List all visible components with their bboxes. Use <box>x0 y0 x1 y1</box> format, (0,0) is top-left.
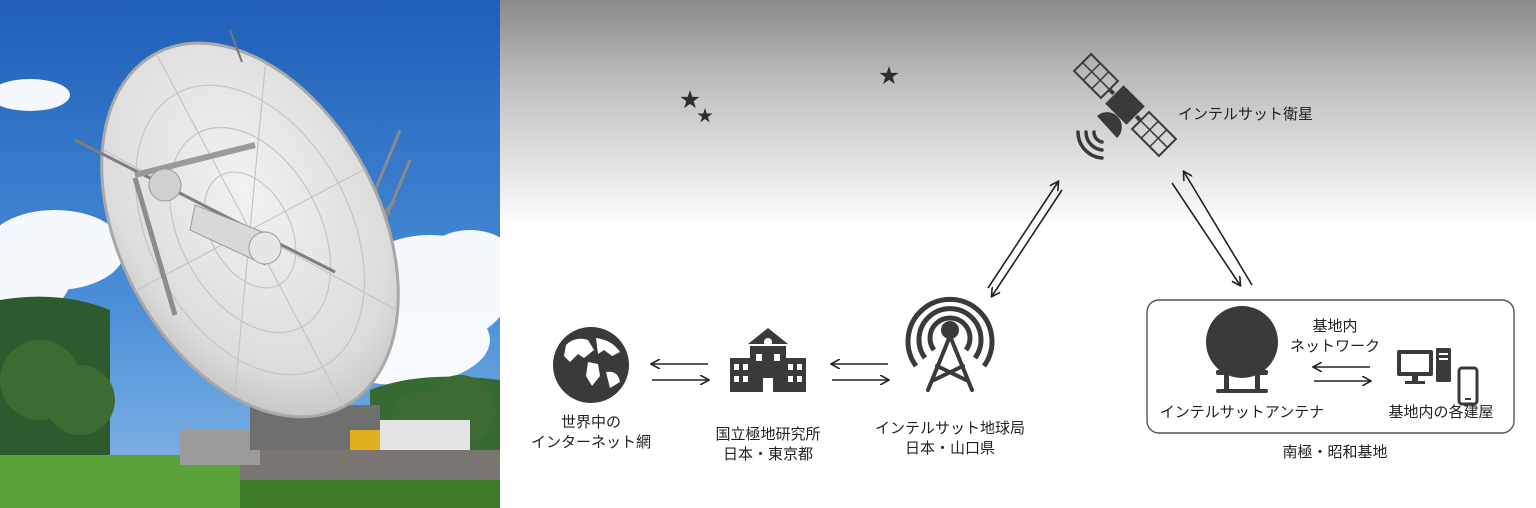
computer-icon <box>1397 348 1451 384</box>
satellite-label: インテルサット衛星 <box>1178 105 1314 123</box>
ground-station-label: インテルサット地球局日本・山口県 <box>875 419 1026 457</box>
nipr-label: 国立極地研究所日本・東京都 <box>715 425 821 463</box>
buildings-label: 基地内の各建屋 <box>1388 403 1494 421</box>
antenna-photo <box>0 0 500 508</box>
globe-icon <box>553 327 629 403</box>
star-icon <box>879 66 899 85</box>
network-diagram: インテルサット衛星 世界中のインターネット網 国立極地研究所日本・東京都 インテ… <box>500 0 1536 508</box>
phone-icon <box>1457 366 1479 406</box>
antenna-label: インテルサットアンテナ <box>1159 403 1325 421</box>
base-name-label: 南極・昭和基地 <box>1282 443 1388 461</box>
satellite-icon <box>1072 52 1178 158</box>
radome-icon <box>1206 306 1278 393</box>
base-network-label: 基地内ネットワーク <box>1289 317 1380 355</box>
base-box <box>1146 299 1515 434</box>
star-icon <box>697 108 713 123</box>
internet-label: 世界中のインターネット網 <box>531 413 652 451</box>
star-icon <box>680 90 700 109</box>
broadcast-tower-icon <box>905 296 995 392</box>
building-icon <box>730 328 806 392</box>
